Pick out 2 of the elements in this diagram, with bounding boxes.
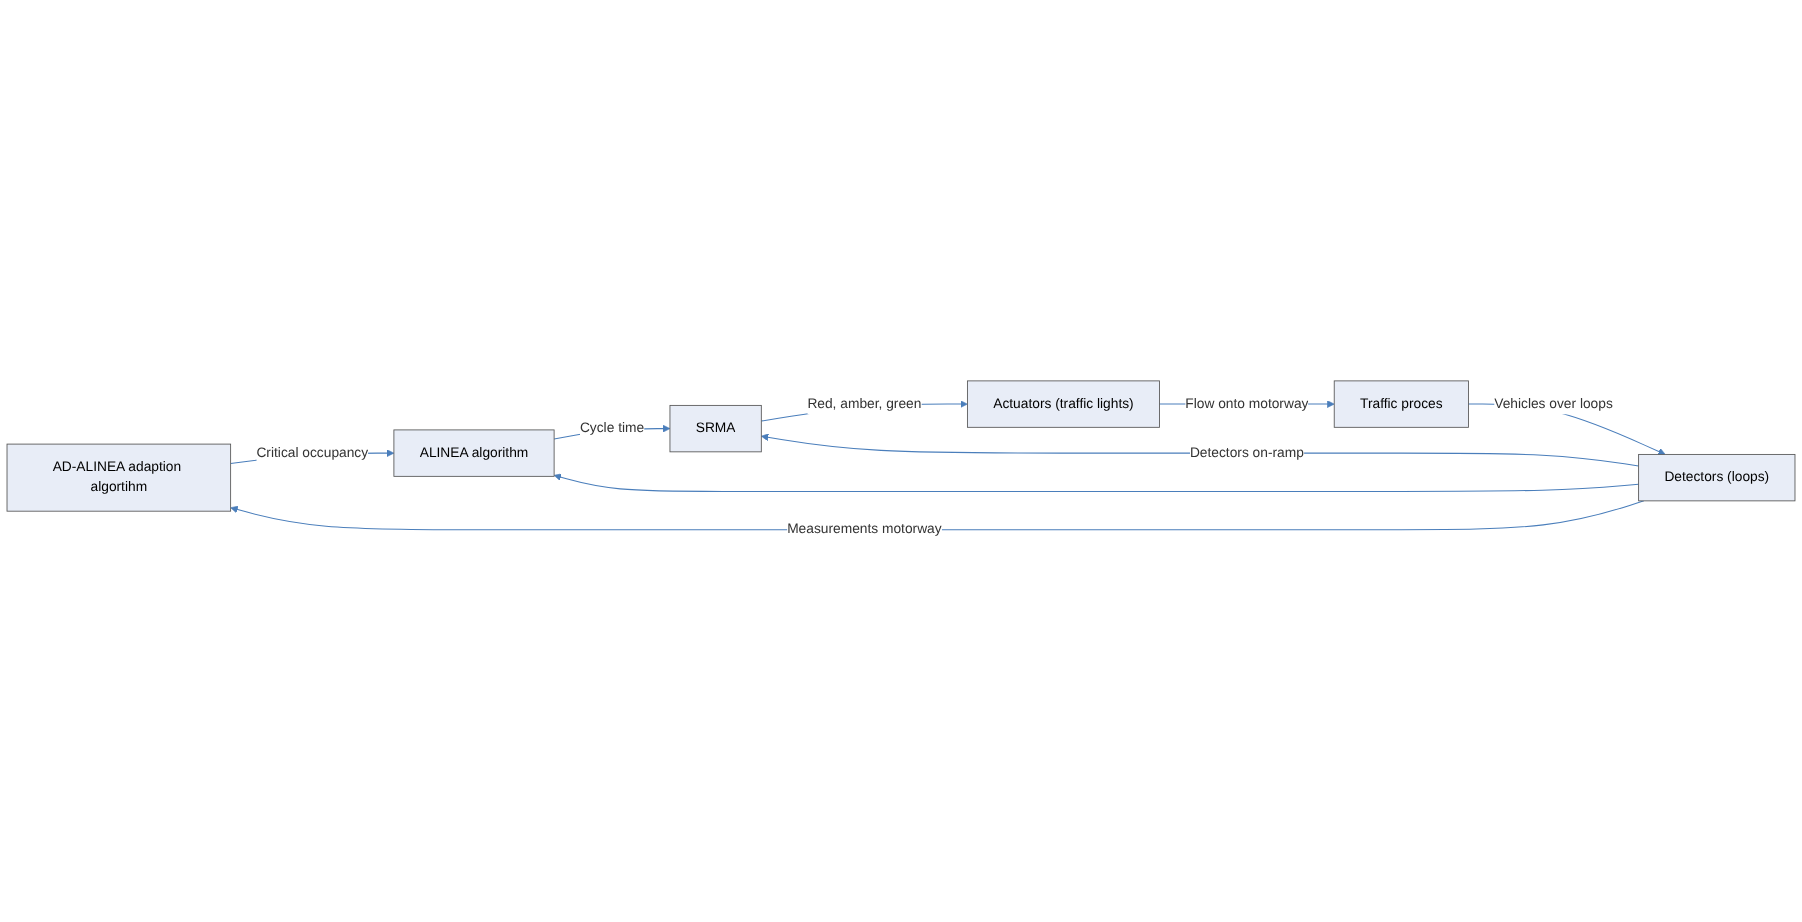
arrow: [761, 434, 1640, 467]
arrow: [553, 474, 1640, 493]
